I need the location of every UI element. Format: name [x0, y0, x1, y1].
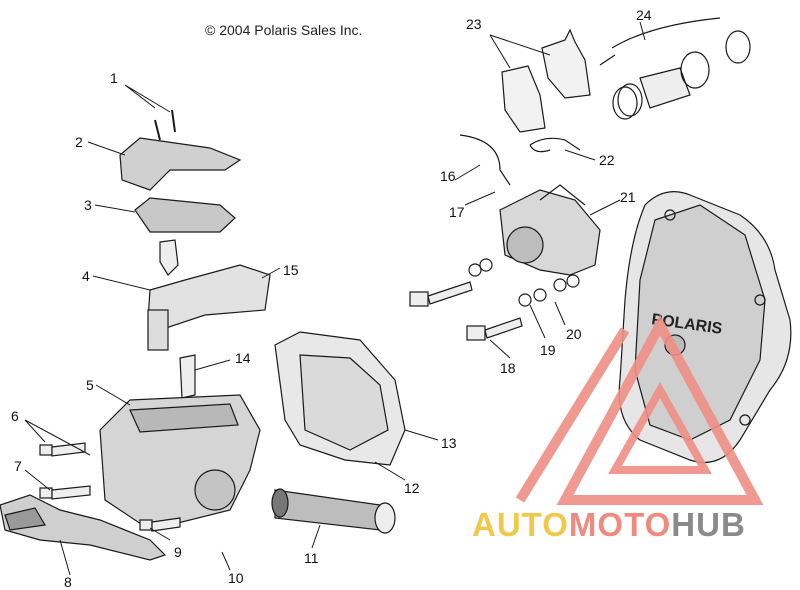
screws: [39, 442, 181, 532]
callout-22: 22: [599, 152, 615, 168]
watermark-triangle: [515, 314, 764, 505]
callout-9: 9: [174, 544, 182, 560]
housing-cover: [274, 331, 406, 466]
callout-19: 19: [540, 342, 556, 358]
callout-17: 17: [449, 204, 465, 220]
callout-3: 3: [84, 197, 92, 213]
caliper-bolts: [409, 258, 580, 341]
brake-lever: [0, 494, 167, 561]
callout-12: 12: [404, 480, 420, 496]
callout-13: 13: [441, 435, 457, 451]
callout-20: 20: [566, 326, 582, 342]
copyright-text: © 2004 Polaris Sales Inc.: [205, 22, 363, 38]
callout-24: 24: [636, 7, 652, 23]
reservoir-diaphragm: [134, 197, 236, 233]
piston-kit: [599, 17, 751, 120]
callout-23: 23: [466, 16, 482, 32]
callout-11: 11: [304, 550, 319, 566]
callout-18: 18: [500, 360, 516, 376]
watermark-logo: AUTOMOTOHUB: [472, 506, 746, 544]
callout-1: 1: [110, 70, 118, 86]
callout-6: 6: [11, 408, 19, 424]
pin: [179, 354, 196, 399]
clip: [529, 137, 581, 153]
caliper: [499, 184, 601, 276]
reservoir-cover: [119, 109, 242, 191]
watermark-moto: MOTO: [568, 506, 672, 543]
master-cylinder-body: [99, 394, 261, 531]
watermark-hub: HUB: [671, 506, 746, 543]
callout-10: 10: [228, 570, 244, 586]
callout-8: 8: [64, 574, 72, 590]
valve: [159, 239, 179, 276]
callout-4: 4: [82, 268, 90, 284]
brake-hose: [459, 134, 511, 186]
callout-21: 21: [620, 189, 636, 205]
callout-15: 15: [283, 262, 299, 278]
leader-lines: [24, 21, 646, 576]
callout-14: 14: [235, 350, 251, 366]
brake-pads: [501, 28, 591, 133]
lever-assembly: [147, 264, 271, 351]
throttle-roller: [271, 488, 396, 534]
callout-2: 2: [75, 134, 83, 150]
callout-5: 5: [86, 377, 94, 393]
callout-7: 7: [14, 458, 22, 474]
watermark-auto: AUTO: [472, 506, 569, 543]
callout-16: 16: [440, 168, 456, 184]
